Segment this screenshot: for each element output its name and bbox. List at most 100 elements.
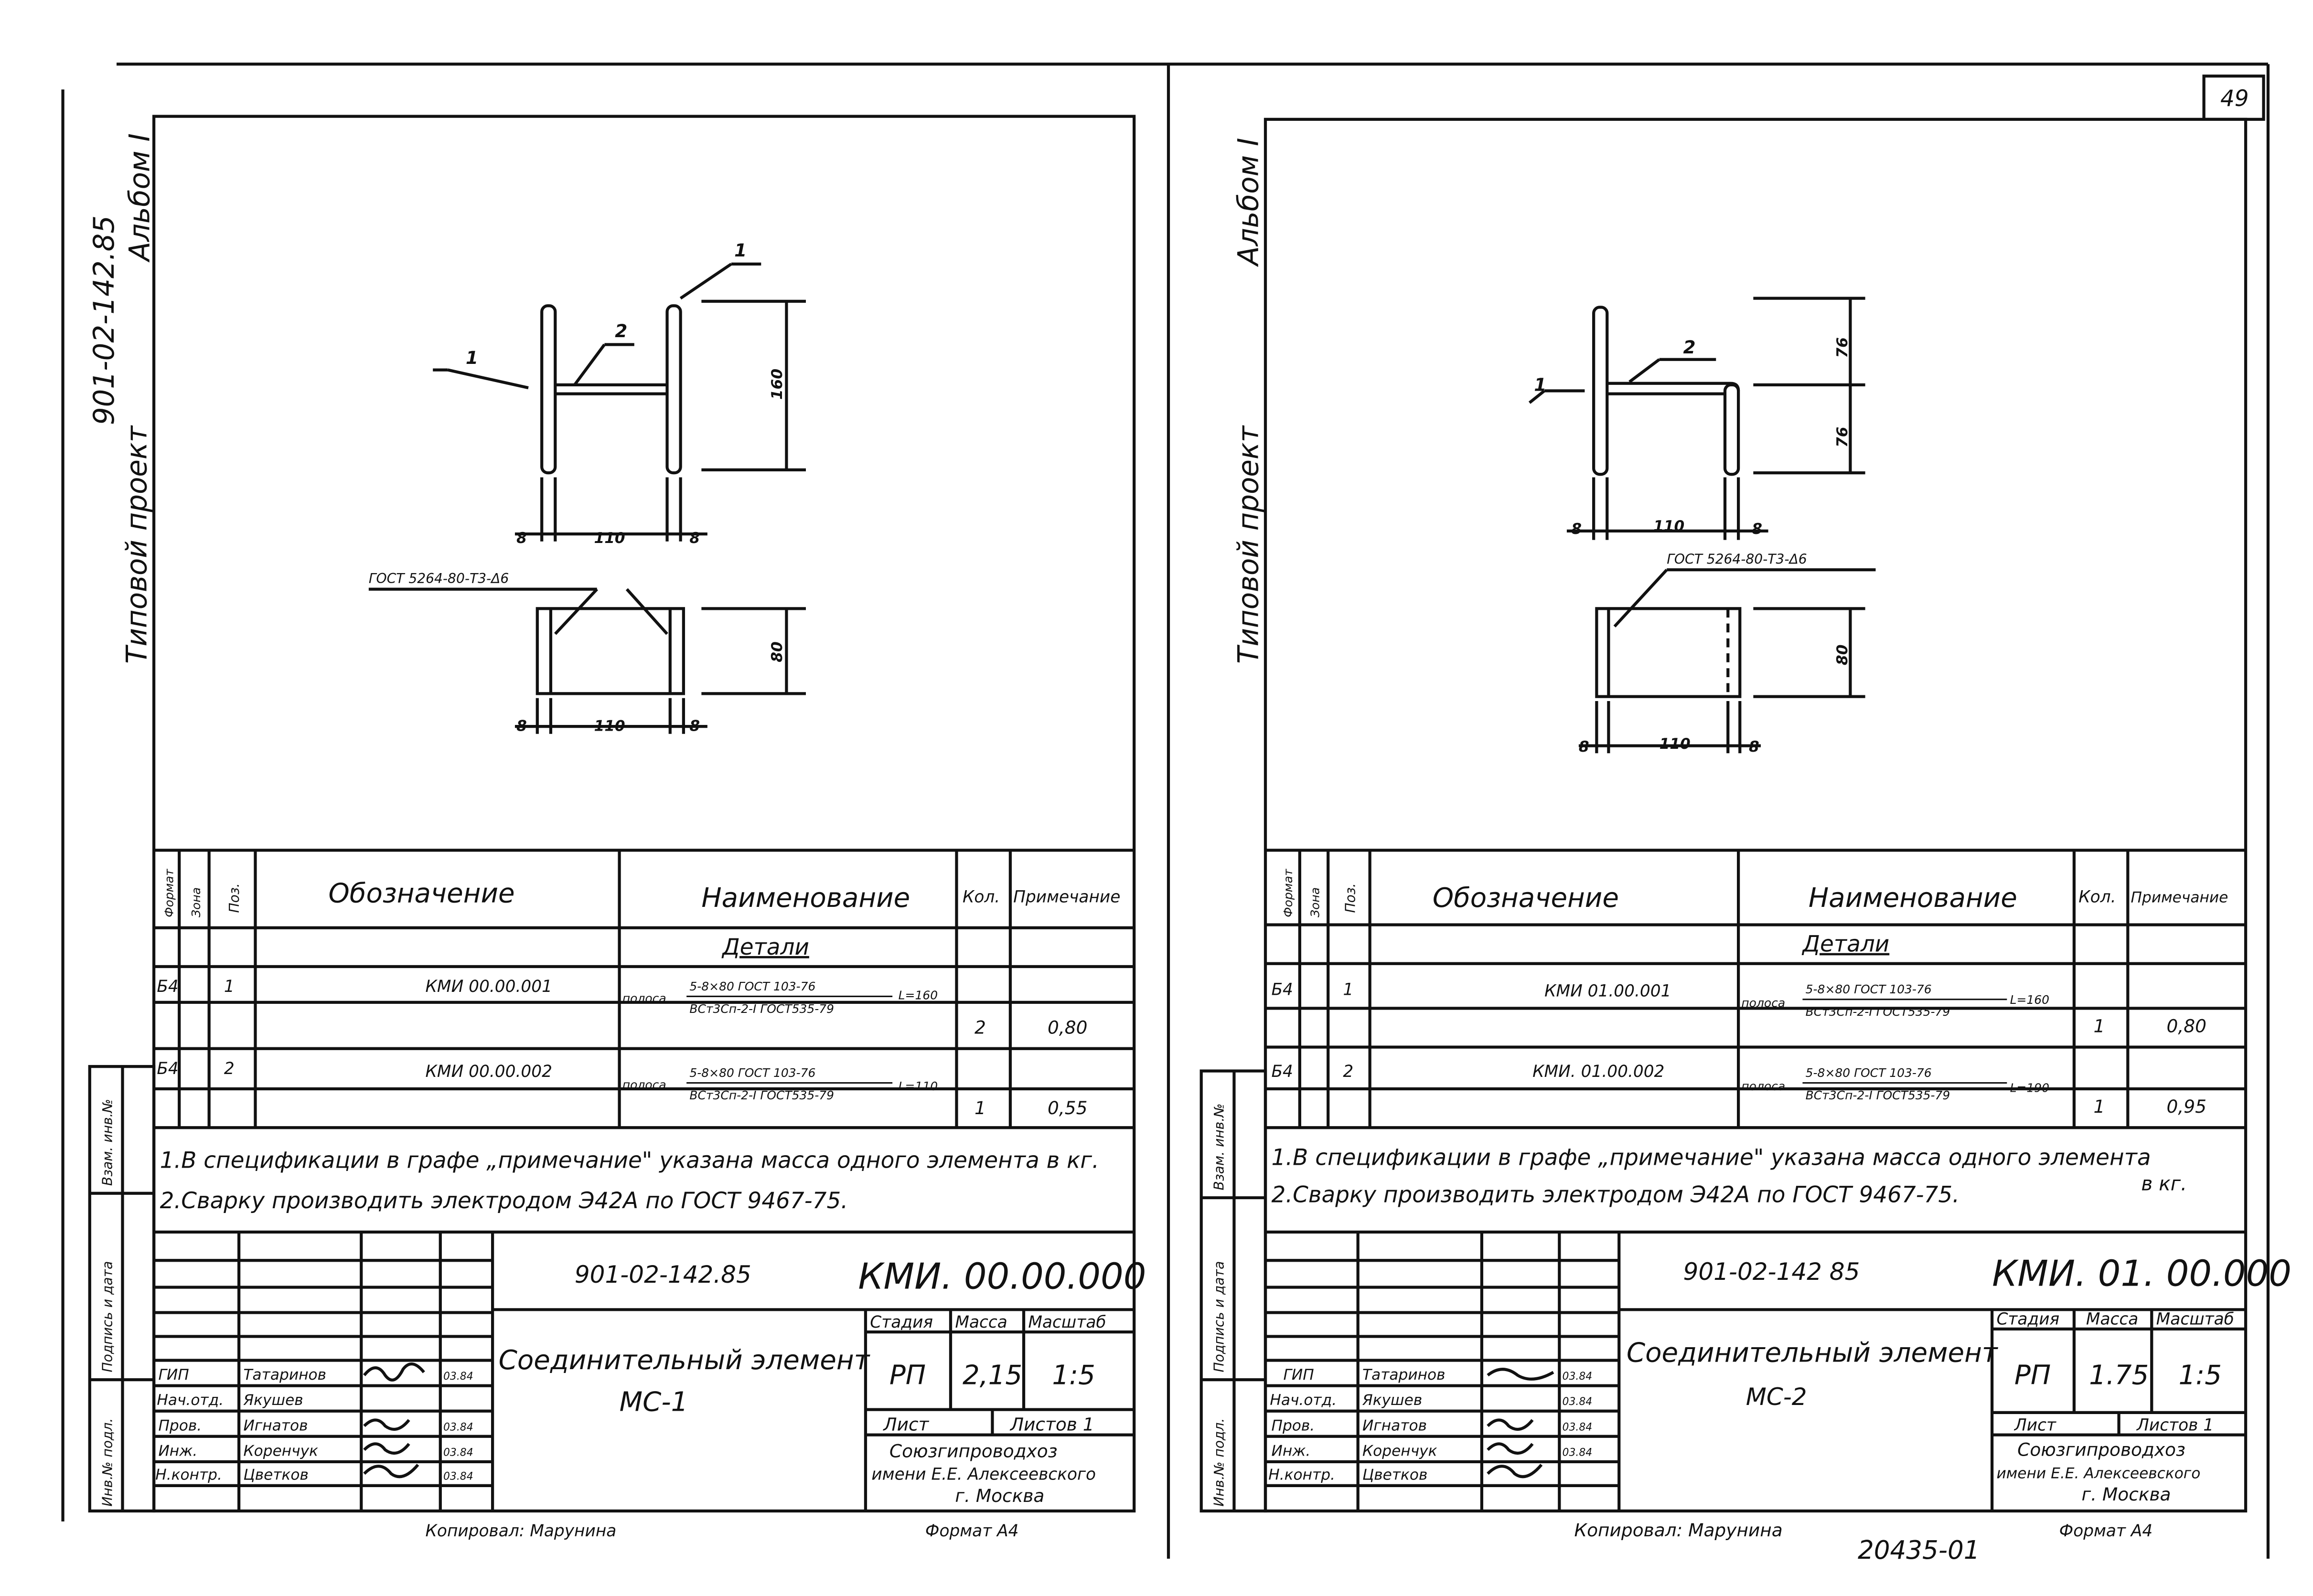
- spec-row-length: L=190: [2010, 1081, 2050, 1095]
- person-role: ГИП: [1283, 1366, 1314, 1383]
- dim-label: 8: [516, 717, 527, 734]
- footer-code: 20435-01: [1858, 1535, 1980, 1565]
- title-block-org: Союзгипроводхоз: [2017, 1439, 2185, 1460]
- title-block-stage: РП: [2014, 1360, 2051, 1391]
- spec-row-qty: 1: [2093, 1096, 2105, 1117]
- spec-row-mass: 0,55: [1048, 1097, 1087, 1118]
- dim-label: 76: [1834, 337, 1851, 358]
- title-block-org: г. Москва: [955, 1485, 1044, 1506]
- copied-by: Копировал: Марунина: [1574, 1520, 1783, 1541]
- person-role: Инж.: [1271, 1442, 1310, 1459]
- strip-label: Инв.№ подл.: [1211, 1418, 1227, 1507]
- dim-label: 110: [1660, 735, 1691, 753]
- spec-header-note: Примечание: [1013, 888, 1120, 907]
- spec-note: в кг.: [2141, 1172, 2187, 1195]
- pos-marker: 2: [615, 320, 627, 341]
- pos-marker: 1: [466, 347, 478, 368]
- title-block-stage: РП: [889, 1360, 926, 1391]
- spec-row-pos: 1: [224, 977, 235, 996]
- dim-label: 8: [689, 717, 700, 734]
- format-label: Формат А4: [925, 1522, 1019, 1541]
- spec-row-spec-top: 5-8×80 ГОСТ 103-76: [689, 1066, 815, 1080]
- spec-header-pos: Поз.: [1342, 883, 1358, 913]
- title-block-mass-label: Масса: [2086, 1310, 2139, 1329]
- person-name: Якушев: [243, 1392, 303, 1409]
- title-block-mass: 2,15: [963, 1360, 1022, 1391]
- title-block-mass: 1.75: [2089, 1360, 2149, 1391]
- spec-header-note: Примечание: [2131, 889, 2228, 906]
- pos-marker: 1: [1534, 374, 1546, 395]
- person-role: Н.контр.: [1268, 1466, 1335, 1483]
- spec-row-format: Б4: [157, 977, 178, 996]
- weld-note: ГОСТ 5264-80-Т3-Δ6: [1667, 552, 1807, 567]
- weld-note: ГОСТ 5264-80-Т3-Δ6: [369, 571, 509, 586]
- person-date: 03.84: [443, 1421, 473, 1433]
- person-name: Татаринов: [1362, 1366, 1446, 1383]
- right-sheet: 49 Типовой проект Альбом I 2 1 76 76 8 1…: [1211, 86, 2292, 1565]
- person-date: 03.84: [1563, 1447, 1593, 1458]
- spec-row-qty: 2: [974, 1017, 986, 1038]
- format-label: Формат А4: [2059, 1522, 2153, 1541]
- person-name: Игнатов: [1362, 1417, 1427, 1434]
- spec-row-mass: 0,80: [1048, 1017, 1087, 1038]
- dim-height-label: 80: [769, 641, 786, 662]
- strip-label: Взам. инв.№: [1211, 1104, 1227, 1191]
- spec-note: 1.В спецификации в графе „примечание" ук…: [160, 1148, 1099, 1174]
- side-album-label: Альбом I: [1231, 138, 1264, 267]
- left-sheet: Типовой проект 901-02-142.85 Альбом I 1 …: [87, 133, 1146, 1541]
- spec-row-prefix: полоса: [622, 1078, 666, 1092]
- strip-label: Подпись и дата: [100, 1261, 116, 1373]
- spec-row-spec-top: 5-8×80 ГОСТ 103-76: [1806, 1066, 1932, 1080]
- title-block-code: КМИ. 00.00.000: [858, 1256, 1146, 1298]
- spec-row-pos: 1: [1343, 980, 1353, 999]
- spec-row-spec-top: 5-8×80 ГОСТ 103-76: [1806, 982, 1932, 996]
- spec-row-prefix: полоса: [1741, 1079, 1785, 1093]
- spec-note: 2.Сварку производить электродом Э42А по …: [1271, 1182, 1960, 1208]
- person-date: 03.84: [1563, 1371, 1593, 1383]
- spec-header-format: Формат: [1281, 868, 1295, 917]
- side-project-label: Типовой проект: [1231, 425, 1264, 664]
- spec-row-mass: 0,95: [2167, 1096, 2206, 1117]
- spec-note: 1.В спецификации в графе „примечание" ук…: [1271, 1145, 2151, 1170]
- spec-row-prefix: полоса: [622, 991, 666, 1005]
- side-project-label: Типовой проект: [120, 425, 153, 664]
- dim-label: 8: [1579, 738, 1589, 755]
- person-date: 03.84: [443, 1447, 473, 1458]
- person-role: Пров.: [158, 1417, 202, 1434]
- spec-row-mass: 0,80: [2167, 1015, 2206, 1036]
- title-block-title: Соединительный элемент: [1627, 1338, 1999, 1369]
- title-block-sheets-label: Листов 1: [2136, 1415, 2214, 1435]
- side-series-label: 901-02-142.85: [87, 215, 120, 425]
- spec-row-length: L=160: [2010, 993, 2050, 1007]
- title-block-scale: 1:5: [2179, 1360, 2222, 1391]
- spec-row-designation: КМИ 01.00.001: [1544, 981, 1671, 1000]
- spec-header-format: Формат: [162, 868, 176, 917]
- dim-label: 8: [1749, 738, 1759, 755]
- spec-row-length: L=110: [899, 1079, 938, 1093]
- person-role: Нач.отд.: [157, 1392, 224, 1409]
- person-role: Н.контр.: [155, 1466, 222, 1483]
- spec-header-zone: Зона: [1308, 887, 1322, 917]
- spec-header-designation: Обозначение: [1433, 883, 1619, 914]
- person-date: 03.84: [443, 1470, 473, 1482]
- title-block-scale-label: Масштаб: [1028, 1313, 1106, 1332]
- spec-header-pos: Поз.: [226, 883, 242, 913]
- person-name: Игнатов: [244, 1417, 308, 1434]
- title-block-org: имени Е.Е. Алексеевского: [1996, 1465, 2200, 1482]
- spec-row-format: Б4: [1271, 1062, 1293, 1081]
- spec-note: 2.Сварку производить электродом Э42А по …: [160, 1188, 848, 1214]
- spec-row-prefix: полоса: [1741, 996, 1785, 1010]
- title-block-title: Соединительный элемент: [499, 1345, 871, 1376]
- person-role: Инж.: [158, 1442, 197, 1459]
- person-name: Коренчук: [244, 1442, 319, 1459]
- person-date: 03.84: [1563, 1421, 1593, 1433]
- title-block-stage-label: Стадия: [1996, 1310, 2059, 1329]
- spec-row-qty: 1: [2093, 1015, 2105, 1036]
- dim-label: 110: [594, 717, 625, 734]
- title-block-scale: 1:5: [1052, 1360, 1095, 1391]
- pos-marker: 1: [734, 240, 747, 261]
- spec-header-qty: Кол.: [963, 888, 1000, 907]
- person-name: Якушев: [1362, 1392, 1422, 1409]
- person-date: 03.84: [443, 1371, 473, 1383]
- spec-row-pos: 2: [1343, 1062, 1353, 1081]
